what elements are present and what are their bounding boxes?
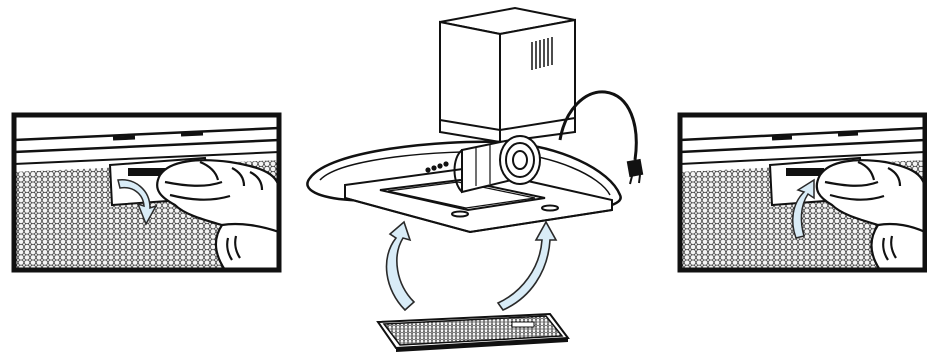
left-panel-frame: [11, 112, 282, 273]
power-plug-icon: [558, 90, 644, 185]
hand-icon: [156, 159, 279, 270]
down-arrow-icon: [117, 179, 158, 226]
fan-motor-icon: [453, 135, 541, 194]
up-arrow-icon: [385, 220, 416, 312]
chimney: [439, 6, 576, 144]
left-detail-panel: [11, 112, 282, 273]
hood-body: [344, 166, 613, 234]
control-buttons-icon: [425, 161, 449, 173]
up-arrow-icon: [791, 178, 815, 239]
up-arrow-icon: [496, 220, 558, 311]
center-hood: [306, 6, 644, 234]
right-detail-panel: [677, 112, 927, 273]
hand-icon: [815, 159, 925, 270]
grease-filter: [376, 312, 570, 352]
right-panel-frame: [677, 112, 927, 273]
